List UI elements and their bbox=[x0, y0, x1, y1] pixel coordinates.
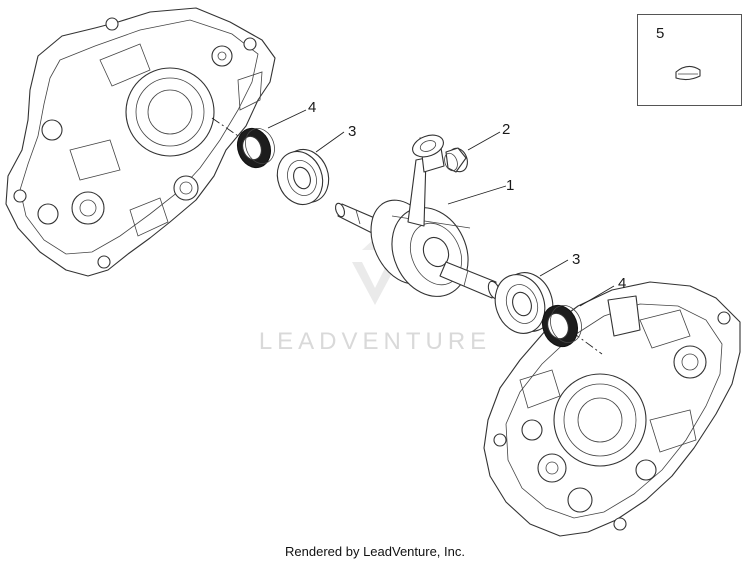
leader-line-1 bbox=[447, 185, 507, 205]
ball-bearing-upper bbox=[276, 148, 330, 206]
oil-seal-lower bbox=[541, 304, 582, 348]
woodruff-key bbox=[675, 65, 701, 81]
callout-3-lower: 3 bbox=[572, 251, 580, 268]
leader-line-3-upper bbox=[315, 131, 345, 153]
callout-3-upper: 3 bbox=[348, 123, 356, 140]
watermark-text: LEADVENTURE bbox=[258, 328, 492, 355]
needle-bushing bbox=[444, 147, 468, 173]
leader-line-4-lower bbox=[579, 285, 615, 307]
inset-box-part-5: 5 bbox=[637, 14, 742, 106]
callout-1: 1 bbox=[506, 177, 514, 194]
footer-credit: Rendered by LeadVenture, Inc. bbox=[285, 544, 465, 559]
oil-seal-upper bbox=[236, 127, 275, 169]
callout-2: 2 bbox=[502, 121, 510, 138]
right-crankcase-half bbox=[483, 281, 741, 537]
assembly-axis-lower bbox=[571, 331, 603, 355]
ball-bearing-lower bbox=[494, 272, 554, 334]
left-crankcase-half bbox=[5, 7, 276, 277]
callout-5: 5 bbox=[656, 25, 665, 42]
assembly-axis-upper bbox=[211, 117, 245, 141]
callout-4-lower: 4 bbox=[618, 275, 626, 292]
leader-line-2 bbox=[467, 131, 501, 151]
leader-line-4-upper bbox=[267, 109, 307, 129]
callout-4-upper: 4 bbox=[308, 99, 316, 116]
crankshaft-assembly bbox=[334, 134, 501, 300]
leader-line-3-lower bbox=[539, 259, 569, 277]
